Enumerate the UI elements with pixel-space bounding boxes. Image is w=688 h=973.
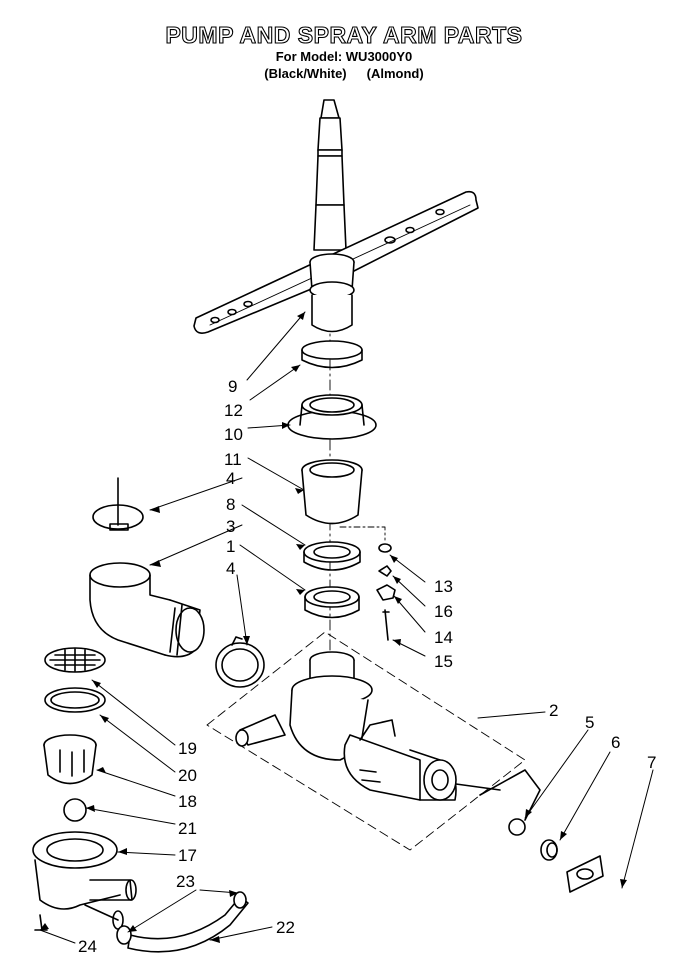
- callout-23: 23: [176, 872, 195, 891]
- hose-clamp-lower-part: [215, 636, 265, 688]
- callout-10: 10: [224, 425, 243, 444]
- elbow-hose-part: [89, 562, 205, 658]
- filter-gasket-part: [44, 687, 106, 713]
- seal-ring-part: [303, 541, 361, 571]
- hose-clamp-upper-part: [92, 477, 144, 531]
- callout-6: 6: [611, 733, 620, 752]
- callout-8: 8: [226, 495, 235, 514]
- pump-motor-part: [206, 631, 526, 851]
- leader-lines: [39, 311, 654, 944]
- nut-screw-assembly: [376, 543, 396, 641]
- callout-24: 24: [78, 937, 97, 956]
- callout-18: 18: [178, 792, 197, 811]
- gasket-plate-part: [566, 855, 604, 893]
- callout-11: 11: [224, 450, 242, 469]
- callout-7: 7: [647, 753, 656, 772]
- callout-3: 3: [226, 517, 235, 536]
- flange-collar-part: [287, 394, 377, 440]
- variant-almond: (Almond): [366, 66, 424, 81]
- callout-19: 19: [178, 739, 197, 758]
- drain-hose-part: [116, 891, 249, 953]
- callout-13: 13: [434, 577, 453, 596]
- callout-2: 2: [549, 701, 558, 720]
- callout-17: 17: [178, 846, 197, 865]
- callout-14: 14: [434, 628, 453, 647]
- drain-sump-part: [32, 831, 137, 930]
- callout-15: 15: [434, 652, 453, 671]
- callout-labels: 9 12 10 11 4 8 3 1 4 13 16 14 15 2 5 6 7…: [78, 377, 656, 956]
- callout-12: 12: [224, 401, 243, 420]
- impeller-cup-part: [301, 459, 363, 525]
- retaining-ring-part: [301, 340, 363, 369]
- callout-20: 20: [178, 766, 197, 785]
- filter-screen-part: [44, 647, 106, 673]
- page-title: PUMP AND SPRAY ARM PARTS: [165, 21, 523, 48]
- callout-22: 22: [276, 918, 295, 937]
- callout-16: 16: [434, 602, 453, 621]
- arrowheads: [40, 312, 627, 943]
- wire-bracket-part: [479, 769, 541, 836]
- check-ball-part: [63, 798, 87, 822]
- callout-1: 1: [226, 537, 235, 556]
- grommet-part: [540, 839, 558, 861]
- callout-21: 21: [178, 819, 197, 838]
- callout-4-lower: 4: [226, 559, 235, 578]
- callout-9: 9: [228, 377, 237, 396]
- gasket-part: [304, 586, 360, 619]
- model-line: For Model: WU3000Y0: [275, 49, 413, 64]
- color-variants: (Black/White) (Almond): [0, 66, 688, 81]
- check-valve-housing-part: [43, 734, 97, 785]
- variant-black-white: (Black/White): [264, 66, 347, 81]
- callout-4-upper: 4: [226, 469, 235, 488]
- callout-5: 5: [585, 713, 594, 732]
- spray-arm-part: [193, 99, 479, 334]
